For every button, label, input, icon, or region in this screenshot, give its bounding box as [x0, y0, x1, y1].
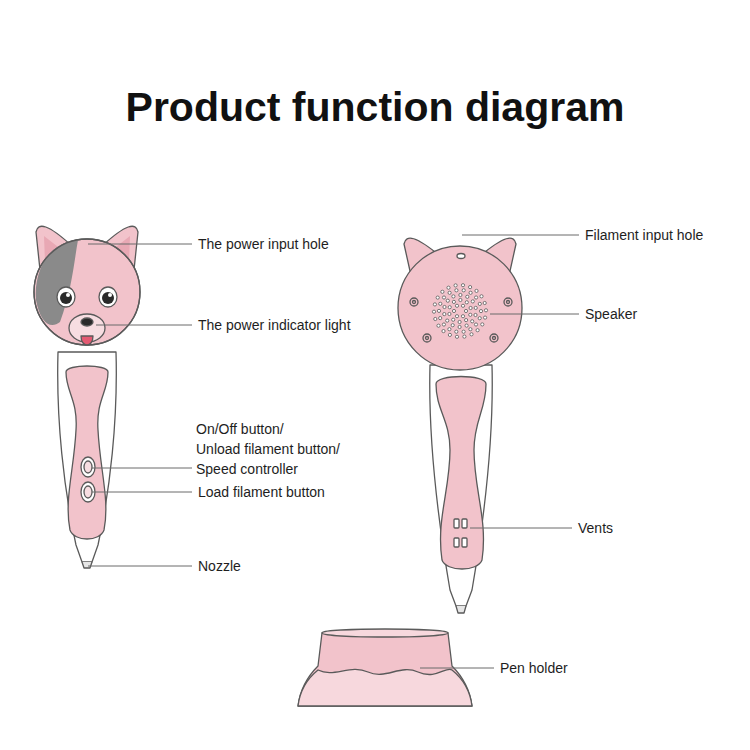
leader-lines — [88, 235, 579, 668]
speaker-hole — [466, 295, 469, 298]
speaker-hole — [469, 328, 472, 331]
speaker-hole — [439, 317, 442, 320]
diagram-title: Product function diagram — [0, 84, 750, 131]
speaker-hole — [437, 309, 440, 312]
speaker-hole — [462, 330, 465, 333]
speaker-hole — [479, 310, 482, 313]
speaker-hole — [446, 299, 449, 302]
speaker-hole — [448, 333, 451, 336]
speaker-hole — [484, 316, 487, 319]
speaker-hole — [443, 305, 446, 308]
speaker-hole — [455, 335, 458, 338]
speaker-hole — [475, 289, 478, 292]
speaker-hole — [478, 302, 481, 305]
speaker-hole — [443, 313, 446, 316]
speaker-hole — [475, 296, 478, 299]
speaker-hole — [447, 286, 450, 289]
speaker-hole — [433, 303, 436, 306]
vents — [454, 519, 467, 547]
speaker-hole — [432, 310, 435, 313]
speaker-grille — [432, 284, 487, 339]
speaker-hole — [471, 300, 474, 303]
speaker-hole — [463, 335, 466, 338]
part-label: The power input hole — [198, 234, 329, 254]
speaker-hole — [455, 304, 458, 307]
speaker-hole — [470, 333, 473, 336]
speaker-hole — [441, 290, 444, 293]
speaker-hole — [469, 313, 472, 316]
speaker-hole — [442, 330, 445, 333]
speaker-hole — [455, 289, 458, 292]
speaker-hole — [461, 304, 464, 307]
speaker-hole — [480, 295, 483, 298]
speaker-hole — [459, 298, 462, 301]
speaker-hole — [465, 324, 468, 327]
label-line: On/Off button/ — [196, 419, 340, 439]
speaker-hole — [448, 328, 451, 331]
speaker-hole — [458, 320, 461, 323]
left-pen — [34, 226, 140, 568]
part-label: Vents — [578, 518, 613, 538]
speaker-hole — [469, 286, 472, 289]
speaker-hole — [437, 324, 440, 327]
speaker-hole — [474, 306, 477, 309]
right-pen — [398, 238, 522, 613]
part-label: Speaker — [585, 304, 637, 324]
speaker-hole — [442, 323, 445, 326]
speaker-hole — [452, 300, 455, 303]
speaker-hole — [434, 317, 437, 320]
speaker-hole — [452, 295, 455, 298]
speaker-hole — [474, 323, 477, 326]
speaker-hole — [455, 315, 458, 318]
speaker-hole — [455, 330, 458, 333]
speaker-hole — [461, 315, 464, 318]
speaker-hole — [451, 324, 454, 327]
speaker-hole — [478, 317, 481, 320]
part-label: Pen holder — [500, 658, 568, 678]
speaker-hole — [465, 319, 468, 322]
speaker-hole — [483, 301, 486, 304]
speaker-hole — [469, 291, 472, 294]
speaker-hole — [474, 313, 477, 316]
speaker-hole — [484, 309, 487, 312]
speaker-hole — [459, 293, 462, 296]
label-line: Unload filament button/ — [196, 439, 340, 459]
speaker-hole — [439, 302, 442, 305]
speaker-hole — [452, 309, 455, 312]
speaker-hole — [448, 306, 451, 309]
speaker-hole — [469, 306, 472, 309]
speaker-hole — [452, 318, 455, 321]
part-label: Filament input hole — [585, 225, 703, 245]
speaker-hole — [461, 284, 464, 287]
speaker-hole — [465, 301, 468, 304]
screw-holes — [410, 298, 512, 342]
part-label: On/Off button/ Unload filament button/ S… — [196, 419, 340, 479]
speaker-hole — [436, 296, 439, 299]
part-label: Load filament button — [198, 482, 325, 502]
speaker-hole — [458, 325, 461, 328]
speaker-hole — [442, 296, 445, 299]
speaker-hole — [476, 329, 479, 332]
part-label: Nozzle — [198, 556, 241, 576]
speaker-hole — [448, 312, 451, 315]
label-line: Speed controller — [196, 459, 340, 479]
speaker-hole — [448, 291, 451, 294]
speaker-hole — [454, 284, 457, 287]
speaker-hole — [462, 289, 465, 292]
speaker-hole — [464, 309, 467, 312]
speaker-hole — [481, 323, 484, 326]
speaker-hole — [446, 319, 449, 322]
part-label: The power indicator light — [198, 315, 351, 335]
speaker-hole — [471, 320, 474, 323]
